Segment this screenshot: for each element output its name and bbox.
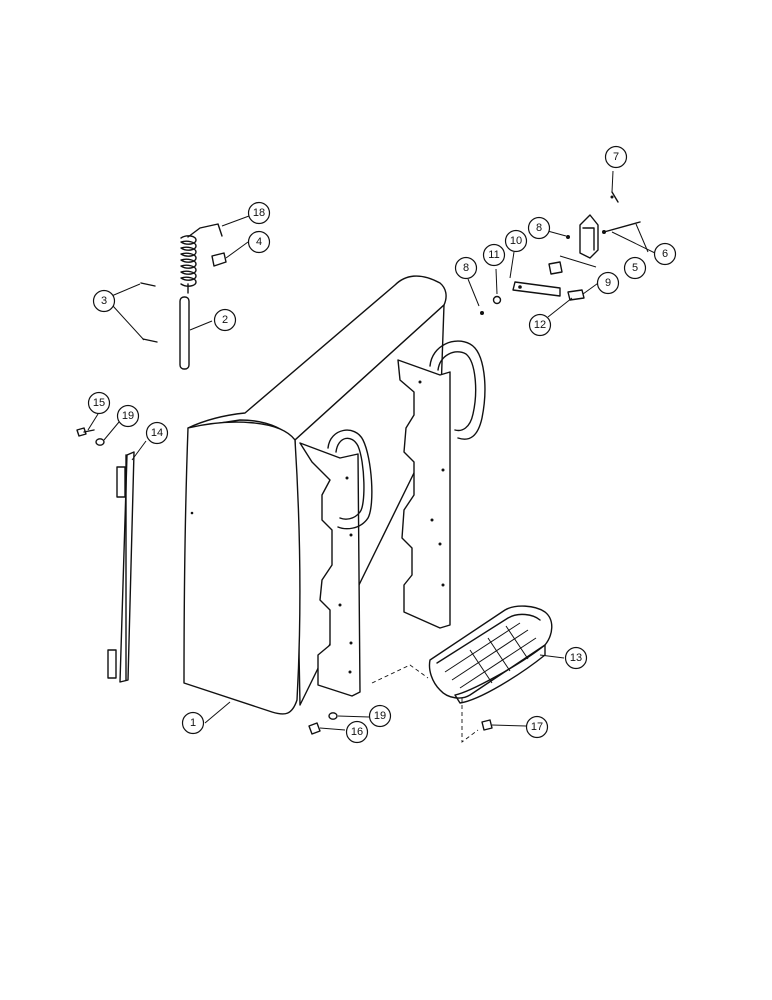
callout-label: 15	[93, 397, 105, 409]
callout-label: 2	[222, 314, 228, 326]
callout-19-upper: 19	[116, 404, 140, 428]
seat-body	[183, 275, 447, 715]
callout-13: 13	[564, 646, 588, 670]
callout-15: 15	[87, 391, 111, 415]
callout-label: 14	[151, 427, 163, 439]
callout-6: 6	[653, 242, 677, 266]
callout-label: 10	[510, 235, 522, 247]
leader-lines	[87, 170, 658, 731]
callout-label: 16	[351, 726, 363, 738]
callout-2: 2	[213, 308, 237, 332]
fasteners	[76, 427, 493, 735]
callout-label: 11	[488, 249, 499, 261]
callout-label: 17	[531, 721, 543, 733]
callout-label: 12	[534, 319, 546, 331]
callout-14: 14	[145, 421, 169, 445]
spring-assembly	[140, 223, 227, 370]
callout-5: 5	[623, 256, 647, 280]
callout-label: 8	[463, 262, 469, 274]
callout-1: 1	[181, 711, 205, 735]
callout-19-lower: 19	[368, 704, 392, 728]
callout-label: 3	[101, 295, 107, 307]
callout-label: 4	[256, 236, 262, 248]
callout-9: 9	[596, 271, 620, 295]
callout-label: 19	[122, 410, 134, 422]
callout-17: 17	[525, 715, 549, 739]
step-plate	[371, 605, 553, 743]
callout-12: 12	[528, 313, 552, 337]
callout-16: 16	[345, 720, 369, 744]
callout-8-lower: 8	[454, 256, 478, 280]
callout-10: 10	[504, 229, 528, 253]
callout-label: 5	[632, 262, 638, 274]
callout-8-upper: 8	[527, 216, 551, 240]
callout-label: 18	[253, 207, 265, 219]
callout-label: 13	[570, 652, 582, 664]
callout-label: 1	[190, 717, 196, 729]
callout-label: 7	[613, 151, 619, 163]
right-bracket	[397, 340, 486, 629]
hinge-bar	[107, 451, 135, 683]
callout-label: 6	[662, 248, 668, 260]
latch-assembly	[480, 191, 641, 315]
callout-3: 3	[92, 289, 116, 313]
callout-11: 11	[482, 243, 506, 267]
callout-label: 9	[605, 277, 611, 289]
callout-label: 8	[536, 222, 542, 234]
callout-7: 7	[604, 145, 628, 169]
callout-4: 4	[247, 230, 271, 254]
left-bracket	[299, 429, 373, 697]
callout-label: 19	[374, 710, 386, 722]
callout-18: 18	[247, 201, 271, 225]
